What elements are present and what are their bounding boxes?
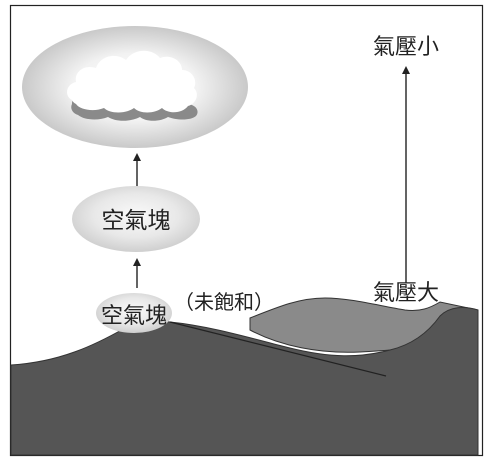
air-parcel-upper-label: 空氣塊 bbox=[102, 208, 171, 234]
cloud bbox=[67, 50, 197, 113]
unsaturated-label: （未飽和） bbox=[174, 290, 274, 314]
air-parcel-upper bbox=[72, 186, 200, 252]
pressure-low-label: 氣壓小 bbox=[373, 35, 439, 60]
slope-line bbox=[169, 321, 387, 377]
air-parcel-lower bbox=[96, 293, 172, 333]
pressure-high-label: 氣壓大 bbox=[373, 281, 439, 306]
air-parcel-lower-label: 空氣塊 bbox=[101, 304, 167, 329]
